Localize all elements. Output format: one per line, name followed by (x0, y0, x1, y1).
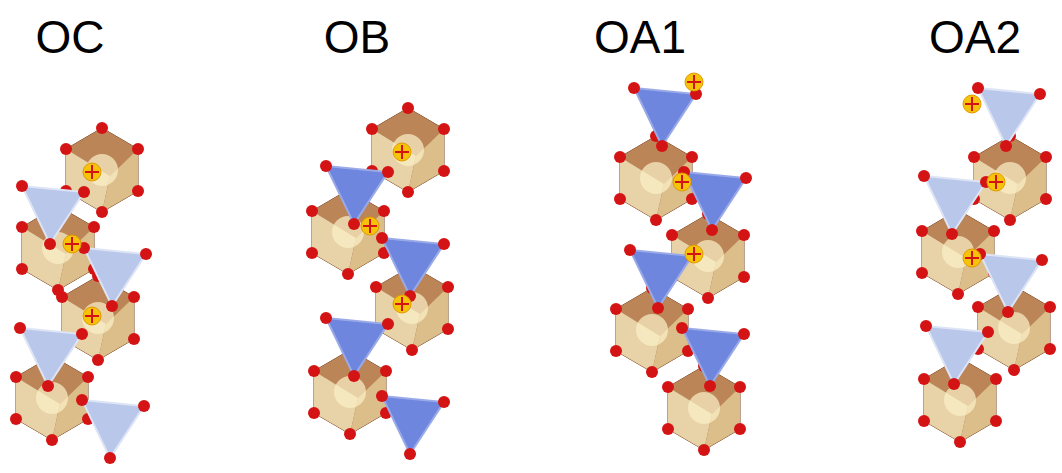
structure-label: OA2 (929, 14, 1021, 60)
structure-label: OB (324, 14, 390, 60)
structure-label: OC (36, 14, 105, 60)
structure-label: OA1 (594, 14, 686, 60)
